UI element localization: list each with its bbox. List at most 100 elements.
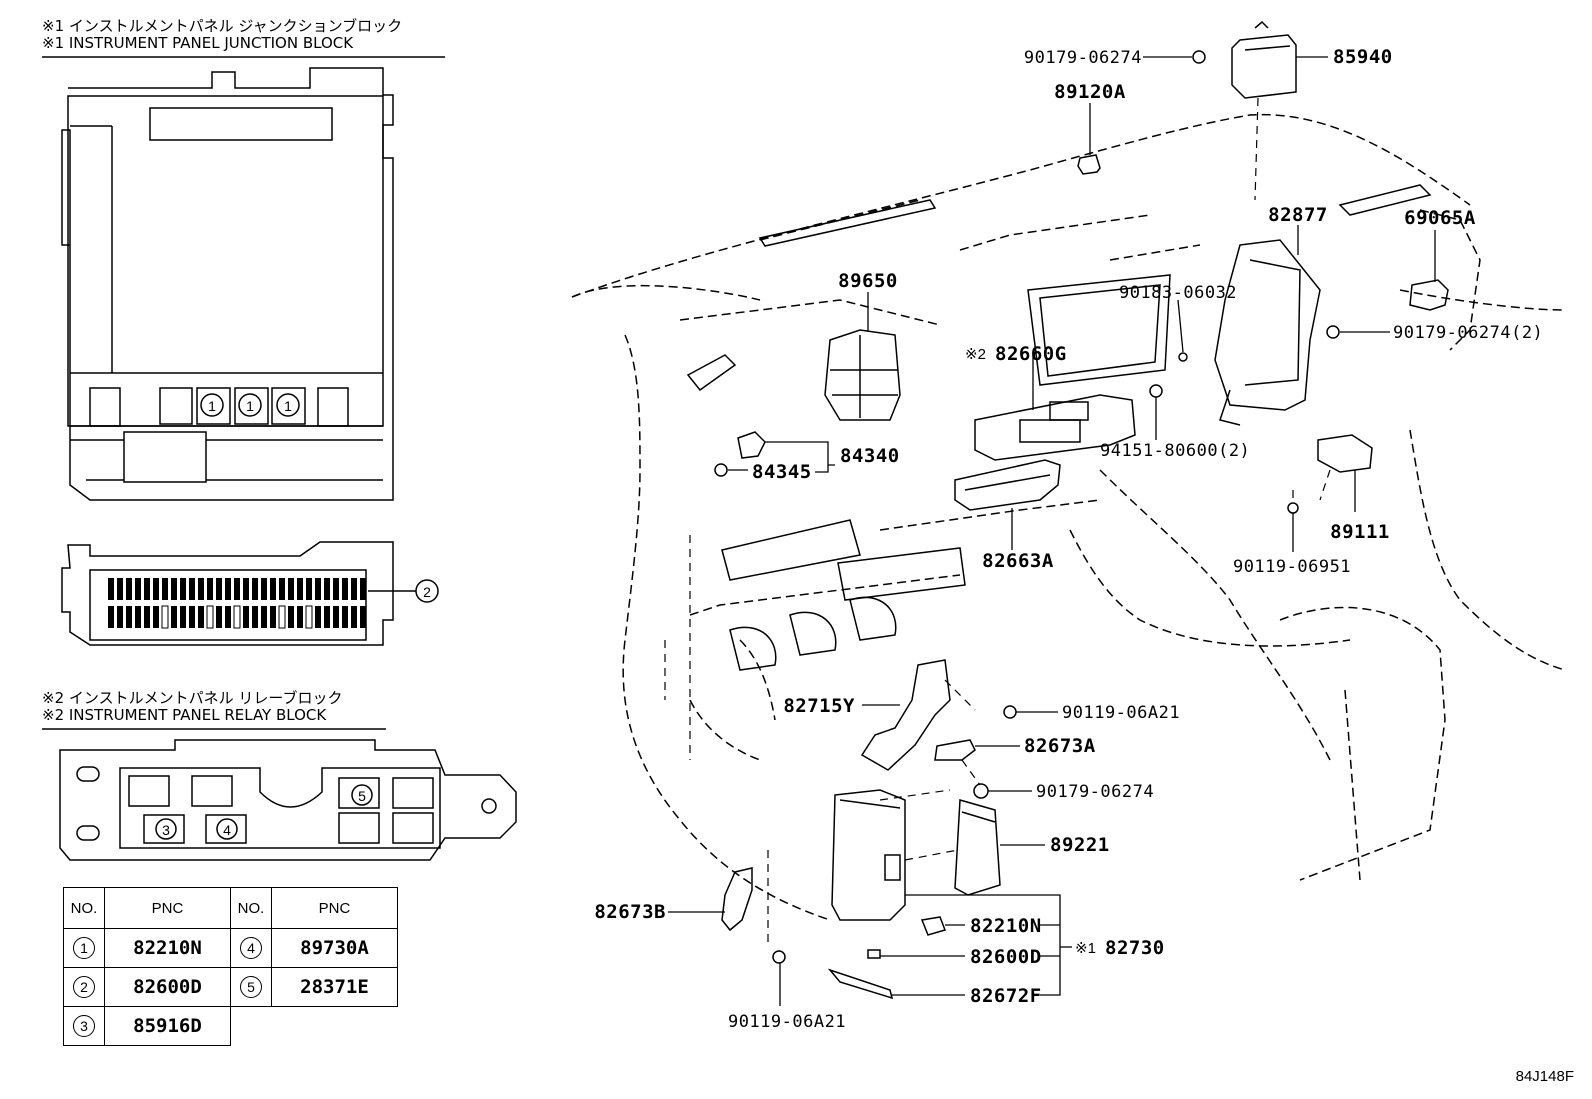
connector-pin	[279, 578, 285, 600]
connector-pin	[342, 578, 348, 600]
nut-90179-06274-m	[973, 783, 989, 799]
label-82673A: 82673A	[1024, 735, 1096, 757]
component-82672F	[827, 968, 894, 1000]
table-row: 1 82210N 4 89730A	[63, 928, 398, 968]
connector-pin	[252, 578, 258, 600]
connector-pin	[360, 606, 366, 628]
connector-pin	[198, 578, 204, 600]
label-90183-06032: 90183-06032	[1119, 283, 1237, 303]
nut-90179-06274-2	[1326, 325, 1340, 339]
component-82663A	[954, 459, 1061, 511]
table-pnc: 89730A	[271, 928, 398, 968]
nut-90179-06274-top	[1192, 50, 1206, 64]
bolt-90119-06951	[1287, 502, 1299, 514]
connector-pin	[243, 578, 249, 600]
label-94151-80600: 94151-80600(2)	[1100, 441, 1250, 461]
connector-pin	[161, 605, 169, 629]
panel-vents	[686, 184, 1432, 671]
connector-pin	[189, 578, 195, 600]
component-89221	[954, 799, 1001, 896]
label-90179-06274-2: 90179-06274(2)	[1393, 323, 1543, 343]
label-82600D: 82600D	[970, 946, 1042, 968]
table-no-circle: 3	[73, 1015, 95, 1037]
connector-pin	[261, 606, 267, 628]
clip-90183-06032	[1178, 352, 1188, 362]
connector-pin	[252, 606, 258, 628]
table-pnc: 85916D	[104, 1006, 231, 1046]
component-85940	[1231, 20, 1297, 99]
junction-block-front	[61, 67, 394, 501]
connector-pin	[117, 578, 123, 600]
header2: ※2 インストルメントパネル リレーブロック ※2 INSTRUMENT PAN…	[42, 690, 342, 724]
header1: ※1 インストルメントパネル ジャンクションブロック ※1 INSTRUMENT…	[42, 18, 402, 52]
component-69065A	[1409, 279, 1449, 311]
connector-pin	[360, 578, 366, 600]
connector-pin	[261, 578, 267, 600]
component-82673A	[934, 739, 976, 761]
table-no-circle: 4	[240, 937, 262, 959]
table-header-no-a: NO.	[63, 887, 105, 929]
connector-pin	[270, 578, 276, 600]
junction-callout-1b: 1	[246, 398, 254, 414]
component-82210N	[920, 916, 946, 936]
component-82660G	[974, 394, 1136, 461]
connector-pin	[206, 605, 214, 629]
junction-callouts	[200, 393, 300, 417]
component-82715Y	[860, 659, 951, 771]
connector-pin	[162, 578, 168, 600]
connector-pin	[144, 606, 150, 628]
connector-pin	[216, 578, 222, 600]
connector-pin	[108, 606, 114, 628]
bolt-90119-06A21-r	[1003, 705, 1017, 719]
connector-pin	[278, 605, 286, 629]
connector-pin	[198, 606, 204, 628]
label-82715Y: 82715Y	[783, 695, 855, 717]
connector-pin	[153, 606, 159, 628]
label-82730: 82730	[1105, 937, 1165, 959]
connector-pin	[180, 578, 186, 600]
table-no-circle: 2	[73, 976, 95, 998]
connector-pin	[324, 578, 330, 600]
junction-side-callout-2: 2	[423, 584, 431, 600]
connector-pin	[108, 578, 114, 600]
table-header-pnc-b: PNC	[271, 887, 398, 929]
connector-pin	[234, 578, 240, 600]
instrument-panel-outline	[571, 113, 1566, 921]
junction-callout-1a: 1	[208, 398, 216, 414]
component-82877	[1214, 239, 1321, 426]
label-84345: 84345	[752, 461, 812, 483]
header1-en-text: ※1 INSTRUMENT PANEL JUNCTION BLOCK	[42, 34, 354, 52]
label-90119-06A21-r: 90119-06A21	[1062, 703, 1180, 723]
junction-block-side	[61, 541, 439, 646]
component-89120A	[1077, 154, 1101, 175]
label-90119-06A21-b: 90119-06A21	[728, 1012, 846, 1032]
component-82730	[831, 789, 906, 921]
bolt-90119-06A21-b	[772, 950, 786, 964]
label-90179-06274-m: 90179-06274	[1036, 782, 1154, 802]
connector-pin	[180, 606, 186, 628]
label-82673B: 82673B	[594, 901, 666, 923]
connector-pin	[243, 606, 249, 628]
connector-pin	[171, 606, 177, 628]
connector-pin	[233, 605, 241, 629]
relay-callout-4: 4	[223, 822, 231, 838]
label-90119-06951: 90119-06951	[1233, 557, 1351, 577]
label-82877: 82877	[1268, 204, 1328, 226]
table-pnc: 82210N	[104, 928, 231, 968]
connector-pin	[189, 606, 195, 628]
table-pnc: 28371E	[271, 967, 398, 1007]
header1-jp-text: ※1 インストルメントパネル ジャンクションブロック	[42, 17, 403, 35]
connector-pin	[333, 606, 339, 628]
table-no-circle: 5	[240, 976, 262, 998]
connector-pin	[216, 606, 222, 628]
table-header-row: NO. PNC NO. PNC	[63, 887, 398, 929]
connector-pin	[126, 606, 132, 628]
connector-pin	[270, 606, 276, 628]
connector-pin	[171, 578, 177, 600]
junction-callout-1c: 1	[284, 398, 292, 414]
header2-en-text: ※2 INSTRUMENT PANEL RELAY BLOCK	[42, 706, 327, 724]
component-89111	[1317, 434, 1373, 473]
pnc-table: NO. PNC NO. PNC 1 82210N 4 89730A 2 8260…	[63, 887, 398, 1046]
connector-pin	[297, 606, 303, 628]
